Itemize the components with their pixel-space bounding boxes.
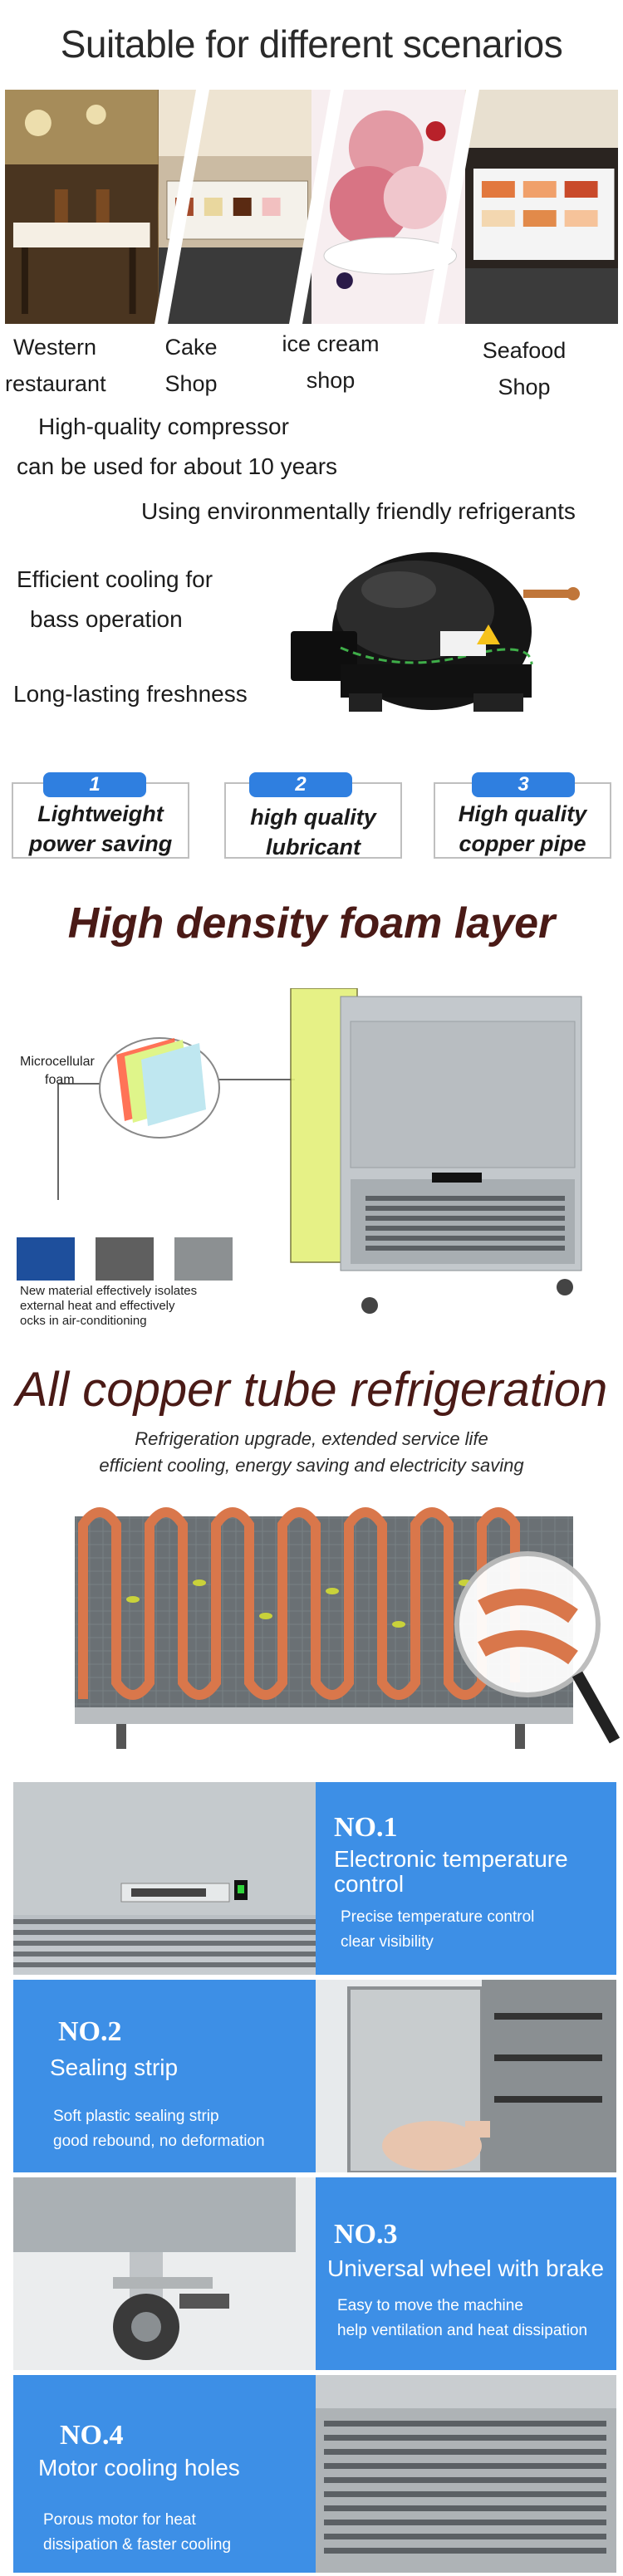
detail-3-panel: NO.3 Universal wheel with brake Easy to …: [316, 2177, 616, 2370]
compressor-text-1: High-quality compressor: [38, 414, 289, 439]
detail-1-number: NO.1: [334, 1812, 398, 1843]
copper-sub-1: Refrigeration upgrade, extended service …: [135, 1428, 488, 1449]
detail-4-image: [316, 2375, 616, 2573]
image-separators: [155, 90, 479, 324]
feature-number-2: 2: [249, 772, 352, 797]
detail-4-panel: NO.4 Motor cooling holes Porous motor fo…: [13, 2375, 316, 2573]
detail-3-image: [13, 2177, 316, 2370]
compressor-text-3: Using environmentally friendly refrigera…: [141, 498, 576, 524]
detail-2-number: NO.2: [58, 2016, 122, 2047]
scenario-label-cake: Cake Shop: [164, 335, 218, 396]
detail-1-desc: Precise temperature control clear visibi…: [341, 1908, 535, 1951]
feature-number-1: 1: [43, 772, 146, 797]
detail-4-number: NO.4: [60, 2420, 124, 2451]
compressor-text-5: Long-lasting freshness: [13, 681, 248, 707]
compressor-image: [291, 552, 580, 712]
detail-3-title: Universal wheel with brake: [327, 2255, 605, 2281]
detail-2-title: Sealing strip: [50, 2054, 179, 2080]
scenario-label-icecream: ice cream shop: [282, 331, 380, 393]
feature-card-1: 1 Lightweight power saving: [12, 772, 189, 859]
compressor-text-2: can be used for about 10 years: [17, 453, 338, 479]
foam-title: High density foam layer: [67, 899, 556, 948]
feature-text-2: high quality lubricant: [250, 805, 376, 859]
detail-2-image: [316, 1980, 616, 2174]
detail-3-number: NO.3: [334, 2219, 398, 2250]
feature-text-3: High quality copper pipe: [458, 801, 587, 856]
feature-card-2: 2 high quality lubricant: [224, 772, 402, 859]
copper-sub-2: efficient cooling, energy saving and ele…: [99, 1455, 524, 1476]
detail-1-image: [13, 1782, 316, 1975]
western-restaurant-image: [5, 90, 159, 324]
feature-card-3: 3 High quality copper pipe: [434, 772, 611, 859]
copper-tube-illustration: [75, 1507, 621, 1749]
detail-1-title: Electronic temperature control: [334, 1846, 568, 1897]
copper-title: All copper tube refrigeration: [15, 1363, 608, 1417]
detail-3-desc: Easy to move the machine help ventilatio…: [337, 2297, 588, 2339]
scenario-label-western: Western restaurant: [5, 335, 106, 396]
compressor-text-4b: bass operation: [30, 606, 183, 632]
detail-2-desc: Soft plastic sealing strip good rebound,…: [53, 2108, 265, 2150]
scenario-label-seafood: Seafood Shop: [482, 338, 567, 399]
detail-4-desc: Porous motor for heat dissipation & fast…: [43, 2511, 232, 2554]
foam-illustration: [17, 988, 582, 1314]
feature-text-1: Lightweight power saving: [28, 801, 173, 856]
detail-4-title: Motor cooling holes: [38, 2455, 240, 2481]
foam-note: New material effectively isolates extern…: [20, 1284, 198, 1328]
compressor-text-4a: Efficient cooling for: [17, 566, 213, 592]
scenarios-title: Suitable for different scenarios: [60, 22, 563, 66]
seafood-shop-image: [464, 90, 618, 324]
detail-1-panel: NO.1 Electronic temperature control Prec…: [316, 1782, 616, 1975]
detail-2-panel: NO.2 Sealing strip Soft plastic sealing …: [13, 1980, 316, 2172]
feature-number-3: 3: [472, 772, 575, 797]
